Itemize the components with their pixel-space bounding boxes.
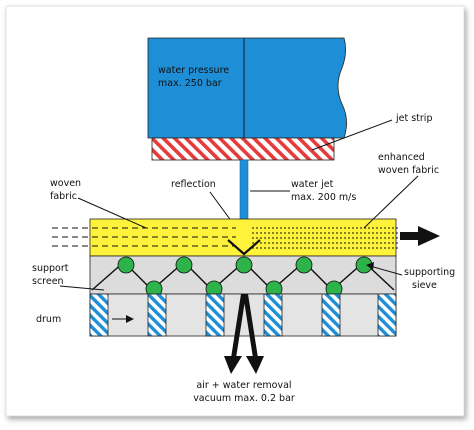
woven-fabric-leader: [77, 197, 147, 229]
sieve-knot: [175, 256, 193, 274]
supporting-sieve-leader: [369, 265, 403, 276]
water-pressure-value: max. 250 bar: [158, 78, 222, 89]
reflection-leader: [209, 191, 233, 223]
support-screen-leader: [59, 285, 105, 291]
water-pressure-label: water pressure: [158, 65, 229, 76]
water-jet-label: water jet: [291, 179, 334, 190]
removal-arrows: [224, 294, 264, 374]
travel-arrow-shaft: [400, 232, 420, 240]
drum-bar: [377, 293, 397, 337]
removal-arrow-right-shaft: [243, 294, 258, 358]
fabric-fibres: [52, 227, 236, 247]
sieve-knot: [117, 256, 135, 274]
enhanced-fabric-label: enhanced: [378, 152, 425, 163]
support-screen-label: support: [32, 263, 69, 274]
reflection-label: reflection: [171, 179, 216, 190]
supporting-sieve-arrowhead: [366, 262, 374, 270]
drum-label: drum: [36, 314, 61, 325]
travel-arrow-head: [418, 226, 440, 246]
woven-fabric-label: woven: [50, 178, 81, 189]
removal-label-2: vacuum max. 0.2 bar: [193, 393, 295, 404]
removal-arrow-left-shaft: [231, 294, 246, 358]
removal-label: air + water removal: [196, 380, 291, 391]
drum-bar: [89, 293, 109, 337]
drum-bar: [147, 293, 167, 337]
water-pressure-chamber: [147, 37, 347, 139]
jet-strip-leader: [311, 119, 393, 151]
drum-bar: [205, 293, 225, 337]
water-jet-speed: max. 200 m/s: [291, 192, 356, 203]
removal-arrow-right-head: [246, 356, 264, 374]
jet-strip-label: jet strip: [395, 113, 432, 124]
drum-arrowhead: [126, 315, 134, 323]
enhanced-fabric-leader: [363, 175, 419, 229]
enhanced-fabric-label-2: woven fabric: [378, 165, 439, 176]
reflection-chevron: [227, 239, 261, 256]
drum-bar: [321, 293, 341, 337]
support-screen-label-2: screen: [32, 276, 64, 287]
supporting-sieve-label: supporting: [404, 267, 455, 278]
jet-strip: [151, 137, 335, 161]
sieve-knot: [235, 256, 253, 274]
supporting-sieve-label-2: sieve: [412, 280, 437, 291]
woven-fabric-label-2: fabric: [50, 191, 77, 202]
drum-bar: [263, 293, 283, 337]
removal-arrow-left-head: [224, 356, 242, 374]
enhanced-fibres: [252, 227, 400, 249]
drum-bars: [89, 293, 397, 337]
sieve-knot: [295, 256, 313, 274]
